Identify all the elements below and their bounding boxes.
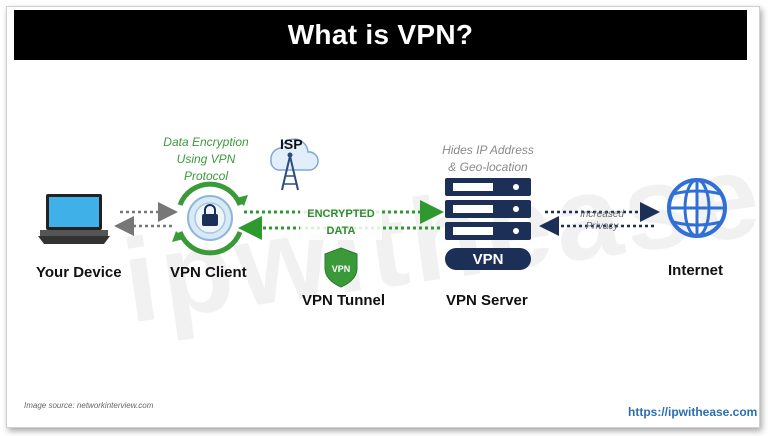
isp-tower-icon xyxy=(270,138,319,191)
vpn-tunnel-label: VPN Tunnel xyxy=(302,292,386,309)
encrypted-data-label: ENCRYPTED DATA xyxy=(300,206,382,240)
hides-ip-note: Hides IP Address & Geo-location xyxy=(428,142,548,176)
hides-ip-note-line1: Hides IP Address xyxy=(442,143,534,157)
encryption-note-line1: Data Encryption xyxy=(163,135,249,149)
vpn-client-icon xyxy=(172,181,248,256)
vpn-client-label: VPN Client xyxy=(170,264,247,281)
encryption-note-line2: Using VPN xyxy=(176,152,236,166)
isp-label: ISP xyxy=(280,136,303,152)
title-bar: What is VPN? xyxy=(14,10,747,60)
encryption-note-line3: Protocol xyxy=(183,169,229,183)
vpn-server-label: VPN Server xyxy=(446,292,528,309)
laptop-icon xyxy=(38,194,110,244)
increased-privacy-note: Increased Privacy xyxy=(570,209,634,233)
page-title: What is VPN? xyxy=(287,19,474,50)
internet-label: Internet xyxy=(668,262,724,279)
increased-privacy-line1: Increased xyxy=(580,209,624,220)
hides-ip-note-line2: & Geo-location xyxy=(448,160,528,174)
server-badge-label: VPN xyxy=(473,251,504,268)
vpn-server-icon: VPN xyxy=(445,178,531,270)
encrypted-data-line1: ENCRYPTED xyxy=(300,206,382,223)
encrypted-data-line2: DATA xyxy=(300,223,382,240)
globe-icon xyxy=(667,178,727,238)
image-source-caption: Image source: networkinterview.com xyxy=(24,401,154,410)
increased-privacy-line2: Privacy xyxy=(585,221,619,232)
shield-label: VPN xyxy=(332,264,351,274)
site-url: https://ipwithease.com xyxy=(628,405,758,419)
shield-icon: VPN xyxy=(324,247,358,288)
your-device-label: Your Device xyxy=(36,264,122,281)
encryption-note: Data Encryption Using VPN Protocol xyxy=(154,134,258,185)
